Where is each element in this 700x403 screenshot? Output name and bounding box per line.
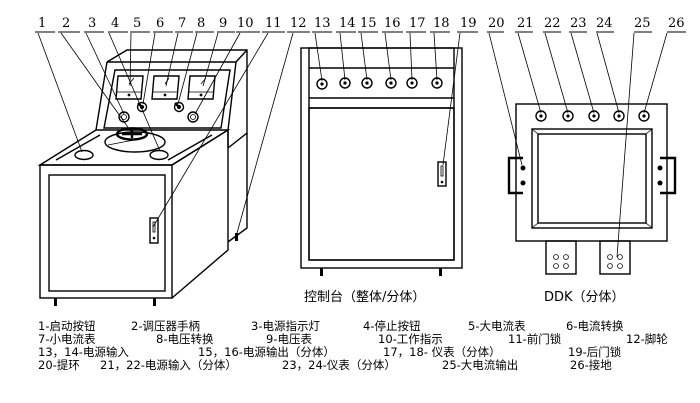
callout-labels-console: 13 14 15 16 17 18 19: [314, 16, 477, 31]
console-terminals: [316, 77, 443, 90]
ddk-caption: DDK（分体）: [544, 290, 625, 305]
console-caption: 控制台（整体/分体）: [304, 290, 425, 305]
equipment-diagram: 1 2 3 4 5 6 7 8 9 10 11 12 13 14 15 16 1…: [35, 16, 686, 306]
legend-item: 13，14-电源输入: [38, 345, 129, 359]
console-terminal-strip: [309, 67, 454, 109]
legend-item: 2-调压器手柄: [131, 319, 200, 333]
regulator-handwheel: [104, 127, 166, 153]
legend-item: 19-后门锁: [568, 345, 622, 359]
callout-22: 22: [544, 16, 561, 31]
callout-16: 16: [384, 16, 401, 31]
console-rear-door: [308, 107, 455, 261]
callout-1: 1: [38, 16, 46, 31]
ddk-unit: DDK（分体）: [488, 32, 677, 305]
terminal-21: [535, 110, 547, 122]
console-feet: [320, 268, 442, 276]
callout-5: 5: [133, 16, 141, 31]
voltage-switch-knob: [173, 101, 185, 113]
callout-9: 9: [219, 16, 227, 31]
callout-10: 10: [237, 16, 254, 31]
callout-labels-ddk: 20 21 22 23 24 25 26: [488, 16, 685, 31]
legend-item: 10-工作指示: [378, 332, 443, 346]
callout-labels-cabinet: 1 2 3 4 5 6 7 8 9 10 11 12: [38, 16, 307, 31]
legend-item: 12-脚轮: [626, 332, 668, 346]
legend-row: 20-提环 21，22-电源输入（分体） 23，24-仪表（分体） 25-大电流…: [38, 359, 698, 372]
cabinet-front: [39, 164, 173, 299]
control-console: 控制台（整体/分体）: [300, 32, 463, 305]
callout-14: 14: [339, 16, 356, 31]
cabinet-side: [171, 128, 229, 299]
callout-7: 7: [178, 16, 186, 31]
ddk-window: [531, 128, 653, 229]
voltmeter: [187, 75, 216, 100]
callout-11: 11: [265, 16, 282, 31]
legend-item: 7-小电流表: [38, 332, 96, 346]
lifting-ring-left: [507, 156, 526, 195]
legend-item: 21，22-电源输入（分体）: [100, 358, 237, 372]
callout-23: 23: [570, 16, 587, 31]
start-button: [74, 149, 94, 161]
legend-item: 3-电源指示灯: [251, 319, 320, 333]
callout-6: 6: [156, 16, 164, 31]
callout-13: 13: [314, 16, 331, 31]
callout-20: 20: [488, 16, 505, 31]
leader-lines-ddk: [488, 32, 668, 258]
test-cabinet: [37, 32, 294, 306]
callout-25: 25: [634, 16, 651, 31]
terminal-24: [613, 110, 625, 122]
work-indicator-lamp: [187, 111, 199, 123]
callout-12: 12: [290, 16, 307, 31]
callout-8: 8: [197, 16, 205, 31]
legend-item: 1-启动按钮: [38, 319, 96, 333]
callout-24: 24: [596, 16, 613, 31]
current-output-bar-left: [545, 240, 577, 275]
callout-19: 19: [460, 16, 477, 31]
ammeter-small: [151, 75, 180, 100]
callout-15: 15: [360, 16, 377, 31]
ground-terminal-26: [638, 110, 650, 122]
legend-item: 25-大电流输出: [442, 358, 519, 372]
legend-item: 5-大电流表: [468, 319, 526, 333]
callout-4: 4: [111, 16, 119, 31]
legend-item: 9-电压表: [266, 332, 312, 346]
legend-item: 26-接地: [570, 358, 612, 372]
legend-item: 23，24-仪表（分体）: [282, 358, 396, 372]
parts-legend: 1-启动按钮 2-调压器手柄 3-电源指示灯 4-停止按钮 5-大电流表 6-电…: [38, 320, 698, 372]
instrument-panel: [103, 69, 231, 129]
front-door-lock: [149, 217, 159, 244]
callout-2: 2: [62, 16, 70, 31]
casters: [54, 233, 238, 306]
legend-item: 11-前门锁: [508, 332, 562, 346]
lifting-ring-right: [657, 156, 677, 195]
callout-17: 17: [409, 16, 426, 31]
legend-item: 17，18- 仪表（分体）: [383, 345, 501, 359]
callout-26: 26: [668, 16, 685, 31]
front-door: [48, 174, 166, 292]
leader-lines-cabinet: [37, 32, 294, 234]
leader-lines-console: [314, 32, 461, 166]
callout-21: 21: [517, 16, 534, 31]
stop-button: [149, 149, 169, 161]
legend-item: 6-电流转换: [566, 319, 624, 333]
rear-door-lock: [437, 161, 447, 187]
terminal-22: [562, 110, 574, 122]
ddk-terminals: [535, 110, 650, 122]
legend-item: 20-提环: [38, 358, 80, 372]
legend-item: 4-停止按钮: [363, 319, 421, 333]
legend-item: 15，16-电源输出（分体）: [198, 345, 335, 359]
current-output-bar-right: [599, 240, 631, 275]
legend-row: 7-小电流表 8-电压转换 9-电压表 10-工作指示 11-前门锁 12-脚轮: [38, 333, 698, 346]
terminal-23: [588, 110, 600, 122]
callout-18: 18: [433, 16, 450, 31]
legend-row: 1-启动按钮 2-调压器手柄 3-电源指示灯 4-停止按钮 5-大电流表 6-电…: [38, 320, 698, 333]
legend-item: 8-电压转换: [156, 332, 214, 346]
legend-row: 13，14-电源输入 15，16-电源输出（分体） 17，18- 仪表（分体） …: [38, 346, 698, 359]
callout-3: 3: [88, 16, 96, 31]
